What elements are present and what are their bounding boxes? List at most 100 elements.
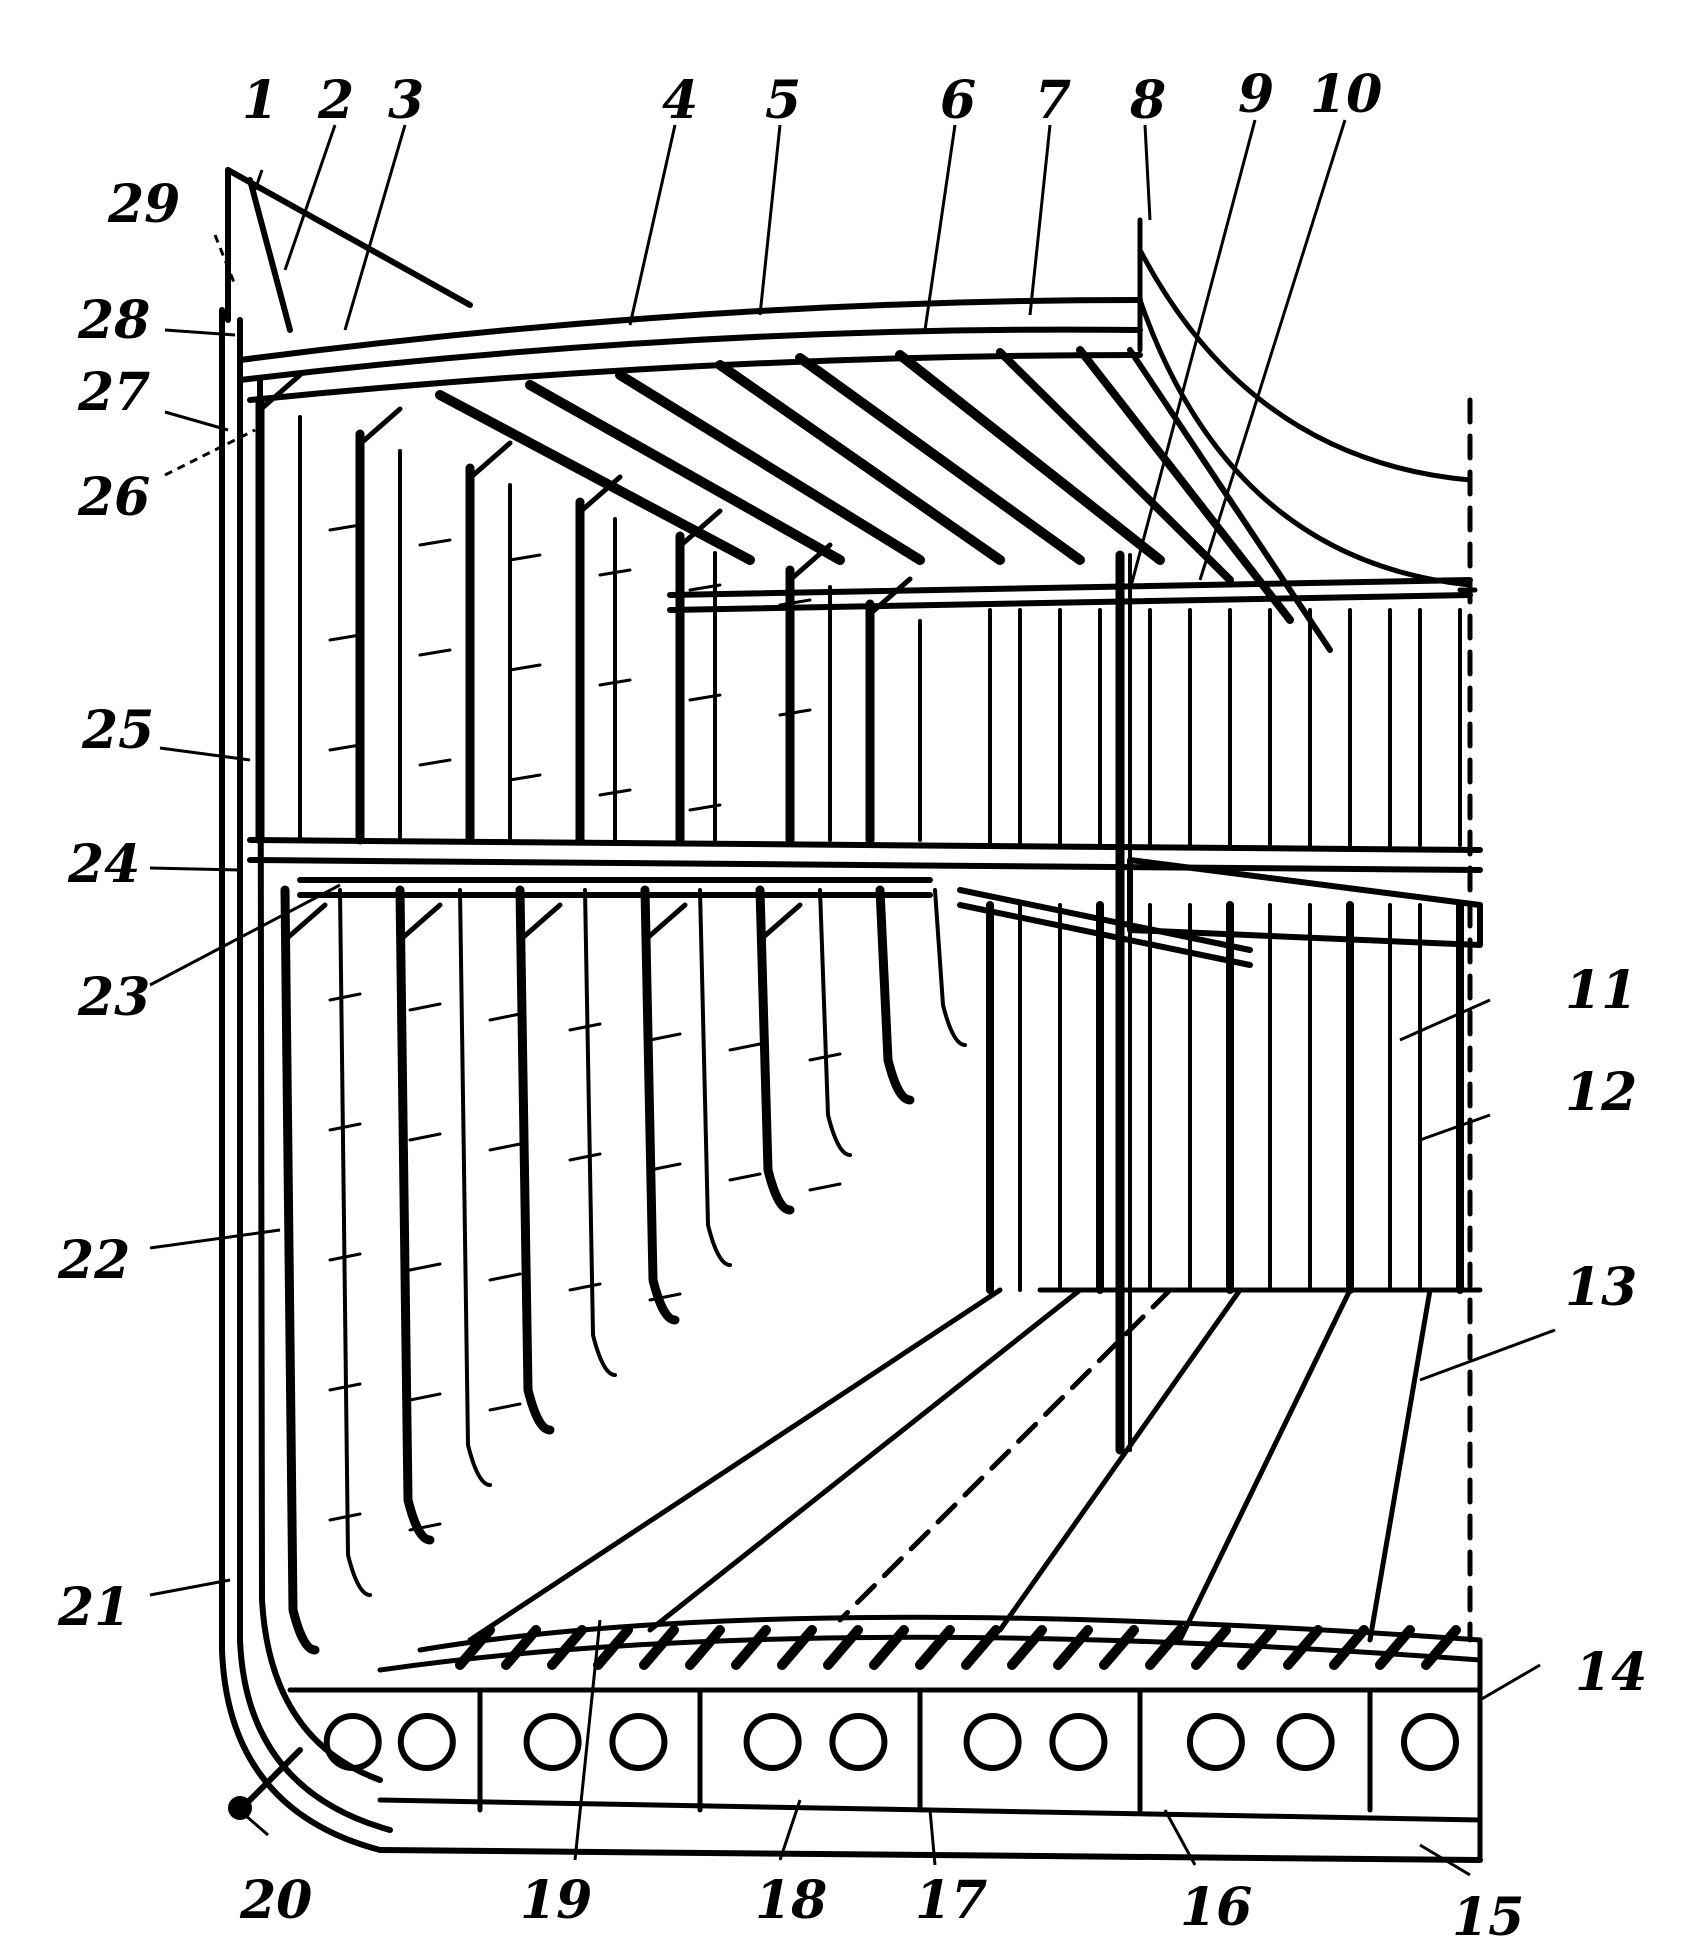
callout-3: 3 bbox=[388, 70, 424, 131]
callout-2: 2 bbox=[317, 70, 354, 131]
hold-frame bbox=[395, 885, 435, 1545]
inner-bottom-longitudinal bbox=[823, 1625, 863, 1670]
inner-bottom-longitudinal bbox=[1007, 1625, 1047, 1670]
plate-tick bbox=[408, 1262, 442, 1272]
inner-bottom-longitudinal bbox=[869, 1625, 909, 1670]
callout-9: 9 bbox=[1238, 64, 1274, 125]
callout-7: 7 bbox=[1035, 70, 1071, 131]
beam-knee bbox=[467, 440, 513, 481]
plate-tick bbox=[328, 523, 362, 532]
lightening-hole bbox=[829, 1713, 888, 1771]
floor-plates bbox=[323, 1625, 1483, 1813]
plate-tick bbox=[778, 708, 812, 717]
hold-frame bbox=[755, 885, 795, 1215]
plate-tick bbox=[408, 1522, 442, 1532]
plate-tick bbox=[728, 1172, 762, 1182]
lightening-hole bbox=[963, 1713, 1022, 1771]
plate-tick bbox=[408, 1132, 442, 1142]
hold-frame bbox=[933, 888, 967, 1047]
plate-tick bbox=[328, 1252, 362, 1262]
inner-bottom-longitudinal bbox=[455, 1625, 495, 1670]
plate-tick bbox=[418, 758, 452, 767]
lightening-hole bbox=[609, 1713, 668, 1771]
frames-right bbox=[986, 608, 1464, 1294]
callout-17: 17 bbox=[915, 1870, 987, 1931]
hatch-girder bbox=[667, 550, 1473, 1455]
plate-tick bbox=[598, 678, 632, 687]
plate-tick bbox=[408, 1002, 442, 1012]
plate-tick bbox=[488, 1012, 522, 1022]
inner-bottom-longitudinal bbox=[547, 1625, 587, 1670]
inner-bottom-longitudinal bbox=[961, 1625, 1001, 1670]
hold-frame bbox=[280, 885, 320, 1655]
hold-frame bbox=[640, 885, 680, 1325]
hold-frame bbox=[515, 885, 555, 1435]
plate-tick bbox=[418, 538, 452, 547]
plate-tick bbox=[778, 598, 812, 607]
hold-frame bbox=[818, 888, 852, 1157]
frames-lower bbox=[280, 885, 967, 1655]
plate-tick bbox=[328, 1382, 362, 1392]
plate-tick bbox=[328, 1122, 362, 1132]
frame-bracket bbox=[757, 902, 803, 943]
lightening-hole bbox=[1049, 1713, 1108, 1771]
inner-bottom-longitudinal bbox=[1283, 1625, 1323, 1670]
inner-bottom-longitudinal bbox=[1191, 1625, 1231, 1670]
hull-shell bbox=[219, 167, 1483, 1863]
hold-frame bbox=[875, 885, 915, 1105]
callout-15: 15 bbox=[1452, 1887, 1524, 1948]
plate-tick bbox=[488, 1402, 522, 1412]
callout-23: 23 bbox=[77, 967, 150, 1028]
inner-bottom-longitudinal bbox=[1421, 1625, 1461, 1670]
frame-bracket bbox=[397, 902, 443, 943]
frames-upper bbox=[255, 372, 922, 845]
hold-frame bbox=[583, 888, 617, 1377]
lightening-hole bbox=[523, 1713, 582, 1771]
plate-tick bbox=[688, 803, 722, 812]
plate-tick bbox=[328, 743, 362, 752]
callout-5: 5 bbox=[765, 70, 801, 131]
lightening-hole bbox=[743, 1713, 802, 1771]
callout-1: 1 bbox=[242, 70, 278, 131]
plate-tick bbox=[688, 693, 722, 702]
plate-tick bbox=[598, 568, 632, 577]
callout-18: 18 bbox=[755, 1870, 827, 1931]
beam-knee bbox=[867, 576, 913, 617]
callout-19: 19 bbox=[520, 1870, 592, 1931]
inner-bottom-longitudinal bbox=[1375, 1625, 1415, 1670]
bilge-keel bbox=[228, 1747, 303, 1820]
plate-tick bbox=[648, 1032, 682, 1042]
callout-29: 29 bbox=[107, 174, 180, 235]
inner-bottom-longitudinal bbox=[1099, 1625, 1139, 1670]
callout-4: 4 bbox=[662, 70, 698, 131]
callout-25: 25 bbox=[81, 700, 154, 761]
callout-21: 21 bbox=[57, 1577, 130, 1638]
frame-bracket bbox=[642, 902, 688, 943]
beam-knee bbox=[677, 508, 723, 549]
callout-labels: 1 2 3 4 5 6 7 8 9 10 11 12 13 14 15 16 1… bbox=[57, 64, 1647, 1948]
plate-tick bbox=[488, 1272, 522, 1282]
callout-24: 24 bbox=[67, 834, 140, 895]
plate-tick bbox=[648, 1162, 682, 1172]
plate-tick bbox=[508, 773, 542, 782]
callout-8: 8 bbox=[1129, 70, 1166, 131]
lightening-hole bbox=[397, 1713, 456, 1771]
callout-10: 10 bbox=[1310, 64, 1382, 125]
frame-bracket bbox=[517, 902, 563, 943]
plate-tick bbox=[328, 992, 362, 1002]
hold-frame bbox=[698, 888, 732, 1267]
beam-knee bbox=[577, 474, 623, 515]
hold-frame bbox=[338, 888, 372, 1597]
inner-bottom-longitudinal bbox=[1237, 1625, 1277, 1670]
lightening-hole bbox=[1186, 1713, 1245, 1771]
lightening-hole bbox=[323, 1713, 382, 1771]
callout-27: 27 bbox=[77, 362, 150, 423]
inner-bottom-longitudinal bbox=[501, 1625, 541, 1670]
callout-16: 16 bbox=[1180, 1877, 1252, 1938]
inner-bottom-longitudinal bbox=[685, 1625, 725, 1670]
inner-bottom-longitudinal bbox=[731, 1625, 771, 1670]
beam-knee bbox=[787, 542, 833, 583]
callout-14: 14 bbox=[1575, 1642, 1647, 1703]
plate-tick bbox=[598, 788, 632, 797]
